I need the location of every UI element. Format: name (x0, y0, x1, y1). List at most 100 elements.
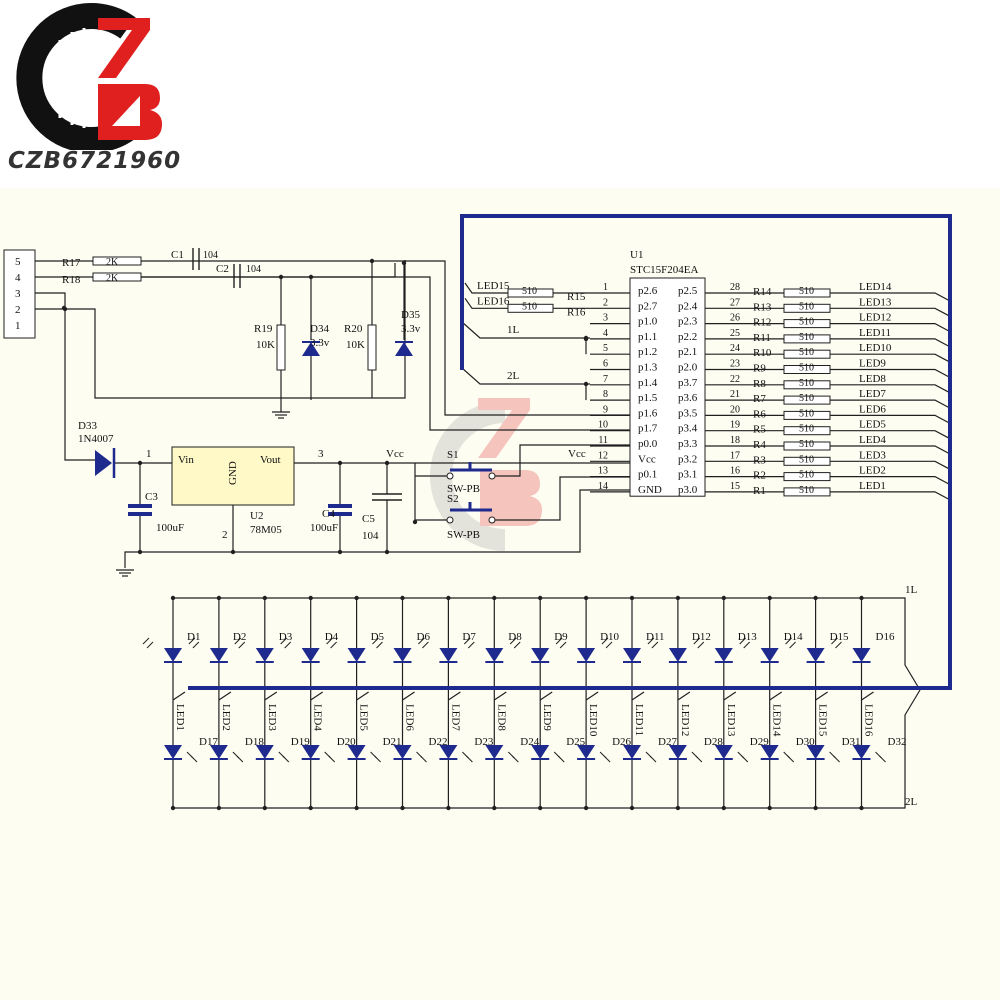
label: Vcc (386, 448, 404, 460)
wire (723, 691, 737, 701)
led-top-diode (577, 648, 596, 662)
switch-s2-contact (488, 516, 496, 524)
led-top-diode (623, 648, 641, 662)
resistor-value: 510 (799, 485, 814, 496)
wire (705, 353, 951, 363)
light-emission-arrows (324, 751, 336, 763)
mcu-pin-name: p3.3 (678, 438, 698, 450)
resistor-ref: R5 (753, 424, 766, 436)
light-emission-arrows (418, 637, 429, 649)
wire (495, 444, 630, 477)
wire (861, 691, 874, 701)
label: 2K (106, 257, 119, 268)
label: D34 (310, 323, 329, 335)
label: U2 (250, 510, 263, 522)
mcu-pin-number: 4 (603, 328, 608, 339)
wire (310, 691, 324, 701)
ground-symbol (116, 569, 134, 577)
light-emission-arrows (647, 637, 659, 649)
led-net-label: LED1 (174, 704, 186, 731)
label: C1 (171, 249, 184, 261)
led-net-label: LED16 (477, 295, 510, 307)
led-ref: D20 (337, 736, 356, 748)
led-bottom-diode (577, 745, 596, 759)
resistor-value: 510 (799, 332, 814, 343)
led-net-label: LED7 (449, 704, 461, 731)
resistor (783, 441, 831, 451)
led-net-label: LED9 (859, 358, 886, 370)
led-net-label: LED14 (859, 281, 892, 293)
resistor (783, 395, 831, 405)
mcu-pin-number: 20 (730, 404, 740, 415)
label: 1 (146, 448, 152, 460)
led-ref: D30 (796, 736, 815, 748)
mcu-pin-name: p3.0 (678, 484, 698, 496)
led-top-diode (760, 648, 779, 662)
label: C3 (145, 491, 158, 503)
led-net-label: LED2 (859, 465, 886, 477)
wire (141, 276, 630, 431)
light-emission-arrows (507, 751, 519, 763)
led-ref: D26 (612, 736, 631, 748)
mcu-pin-number: 1 (603, 282, 608, 293)
led-ref: D7 (462, 631, 476, 643)
junction-dot (813, 595, 818, 601)
light-emission-arrows (693, 637, 705, 649)
connector-pin: 3 (15, 288, 21, 300)
led-top-diode (668, 648, 687, 662)
led-net-label: LED3 (266, 704, 278, 731)
led-top-diode (393, 648, 412, 662)
junction-dot (492, 805, 497, 811)
label: Vout (260, 454, 281, 466)
switch-s1-contact (446, 472, 454, 480)
resistor-ref: R16 (567, 306, 586, 318)
mcu-pin-number: 9 (603, 404, 608, 415)
junction-dot (813, 805, 818, 811)
regulator-gnd-label: GND (227, 461, 239, 485)
wire (705, 307, 951, 317)
wire (124, 551, 140, 568)
capacitor-c4-plate (328, 512, 352, 516)
mcu-pin-name: p1.7 (638, 423, 658, 435)
rectifier-diode-d33 (95, 450, 112, 476)
junction-dot (230, 549, 236, 555)
resistor-ref: R1 (753, 485, 766, 497)
led-bottom-diode (623, 745, 641, 759)
resistor-value: 510 (799, 378, 814, 389)
label: D33 (78, 420, 97, 432)
led-ref: D4 (325, 631, 339, 643)
junction-dot (583, 381, 589, 387)
light-emission-arrows (601, 637, 613, 649)
led-ref: D21 (383, 736, 402, 748)
junction-dot (446, 805, 451, 811)
junction-dot (675, 805, 681, 811)
mcu-pin-name: p3.6 (678, 392, 698, 404)
led-bottom-diode (347, 745, 366, 759)
led-ref: D22 (429, 736, 448, 748)
resistor-value: 510 (799, 363, 814, 374)
switch-s2-contact (446, 516, 454, 524)
led-net-label: LED14 (771, 704, 783, 737)
mcu-pin-name: p2.3 (678, 316, 698, 328)
label: 100uF (156, 522, 184, 534)
wire (705, 414, 951, 424)
led-top-diode (209, 648, 228, 662)
label: C5 (362, 513, 375, 525)
wire (705, 338, 951, 348)
wire (705, 384, 951, 394)
mcu-pin-number: 3 (603, 313, 608, 324)
junction-dot (583, 805, 589, 811)
light-emission-arrows (645, 751, 657, 763)
led-ref: D24 (520, 736, 539, 748)
zener-diode-d35 (395, 342, 413, 356)
mcu-pin-name: p2.0 (678, 362, 698, 374)
resistor (783, 380, 831, 390)
led-net-label: LED7 (859, 388, 886, 400)
label: SW-PB (447, 529, 480, 541)
mcu-pin-number: 17 (730, 450, 740, 461)
ground-symbol (272, 411, 290, 419)
led-ref: D10 (600, 631, 619, 643)
light-emission-arrows (555, 637, 567, 649)
led-net-label: LED11 (633, 704, 645, 736)
